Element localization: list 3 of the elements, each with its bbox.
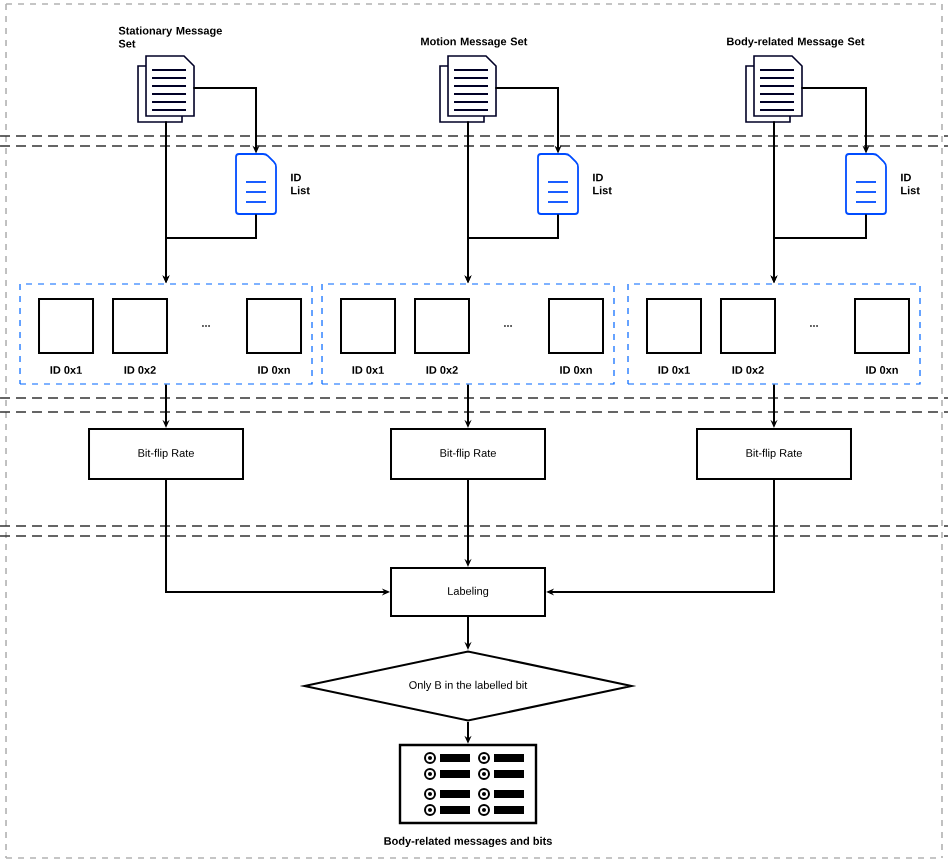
group-box (19, 283, 313, 385)
group-box (321, 283, 615, 385)
group-box (627, 283, 921, 385)
